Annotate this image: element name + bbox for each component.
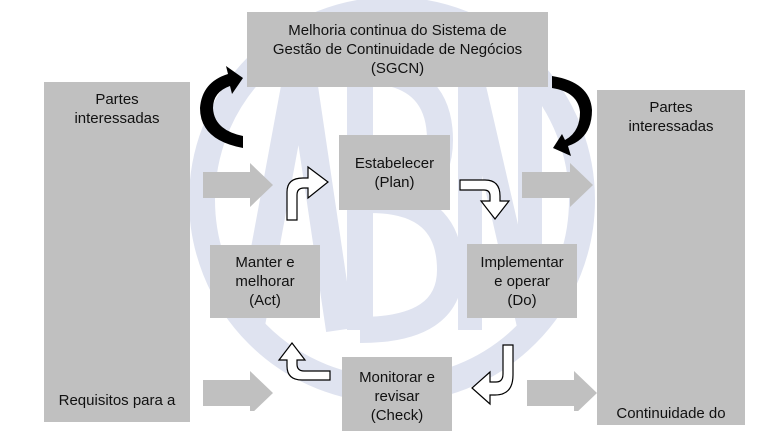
- act-box: Manter e melhorar (Act): [210, 245, 320, 318]
- output-arrow-top: [522, 163, 593, 207]
- plan-box: Estabelecer (Plan): [339, 135, 450, 210]
- left-label: interessadas: [74, 110, 160, 127]
- do-label: Implementar: [480, 253, 564, 271]
- do-label: (Do): [507, 291, 537, 309]
- right-label: interessadas: [628, 118, 714, 135]
- do-box: Implementar e operar (Do): [467, 244, 577, 318]
- act-label: (Act): [249, 292, 281, 309]
- sgcn-improvement-box: Melhoria continua do Sistema de Gestão d…: [247, 12, 548, 87]
- check-box: Monitorar e revisar (Check): [342, 357, 452, 431]
- interested-parties-continuity-box: Partes interessadas Continuidade do: [597, 90, 745, 425]
- right-bottom-label: Continuidade do: [616, 405, 726, 422]
- right-label: Partes: [649, 99, 693, 116]
- title-line: Gestão de Continuidade de Negócios: [272, 41, 523, 58]
- input-arrow-top: [203, 163, 273, 207]
- bent-arrow-plan: [286, 165, 329, 221]
- plan-label: (Plan): [374, 173, 415, 191]
- black-curved-arrows: [200, 66, 592, 156]
- left-label: Partes: [95, 91, 139, 108]
- left-bottom-label: Requisitos para a: [58, 392, 176, 409]
- check-label: (Check): [370, 407, 424, 424]
- plan-label: Estabelecer: [354, 154, 435, 172]
- curved-arrow-left: [200, 66, 243, 148]
- bent-arrow-check: [471, 344, 514, 406]
- title-line: (SGCN): [370, 60, 425, 77]
- flow-arrows: [203, 163, 597, 411]
- check-label: revisar: [374, 388, 420, 405]
- bent-arrow-act: [277, 342, 331, 381]
- interested-parties-requirements-box: Partes interessadas Requisitos para a: [44, 82, 190, 422]
- bent-arrow-do: [459, 179, 511, 220]
- input-arrow-bottom: [203, 371, 273, 411]
- do-label: e operar: [494, 272, 550, 290]
- check-label: Monitorar e: [359, 369, 435, 386]
- title-line: Melhoria continua do Sistema de: [288, 22, 507, 39]
- white-cycle-arrows: [277, 165, 514, 406]
- output-arrow-bottom: [527, 371, 597, 411]
- act-label: melhorar: [235, 273, 295, 290]
- act-label: Manter e: [235, 254, 295, 271]
- curved-arrow-right: [552, 76, 592, 156]
